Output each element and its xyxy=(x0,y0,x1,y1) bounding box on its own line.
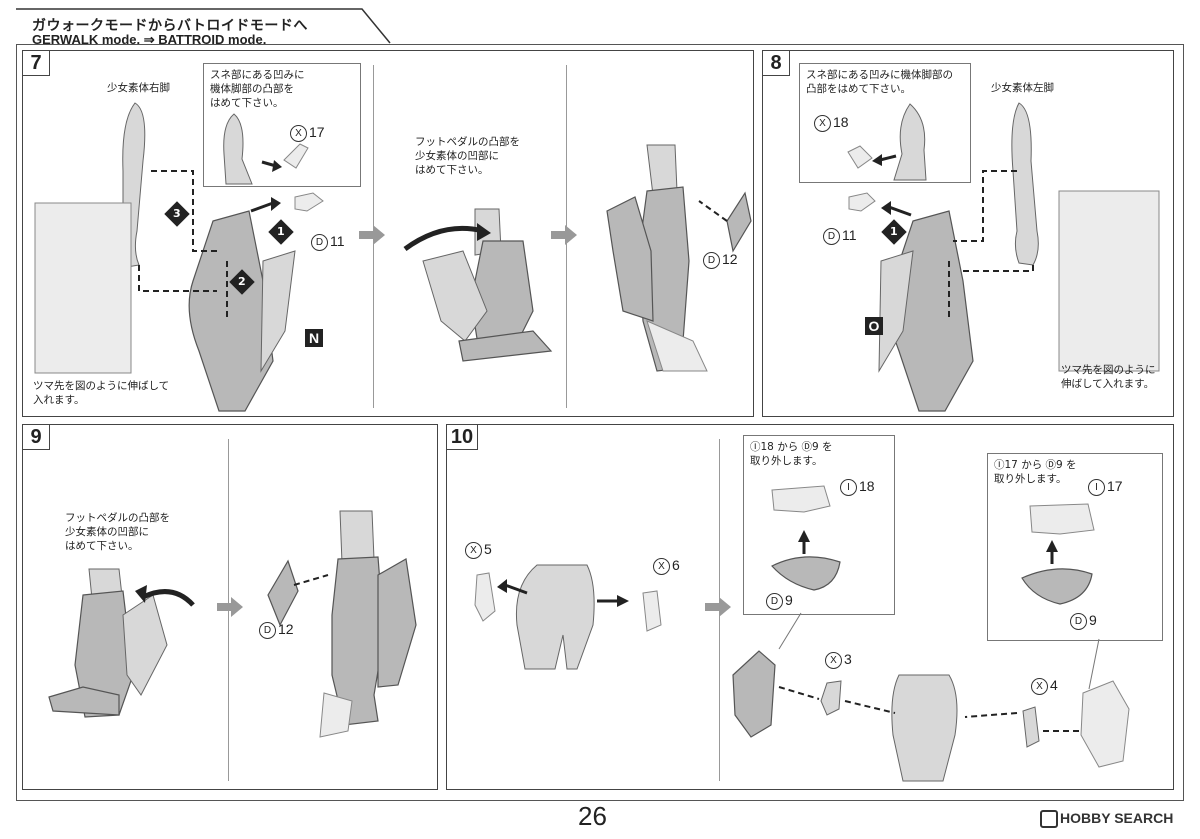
letter-marker-n: N xyxy=(305,329,323,347)
brand-logo-icon xyxy=(1040,810,1058,829)
toe-note: ツマ先を図のように 伸ばして入れます。 xyxy=(1061,364,1156,390)
marker-text: 2 xyxy=(238,275,246,288)
part-letter: X xyxy=(290,124,307,142)
part-letter: D xyxy=(703,251,720,269)
marker-text: 1 xyxy=(277,225,285,238)
part-letter: X xyxy=(825,651,842,669)
part-letter: D xyxy=(1070,612,1087,630)
part-letter: I xyxy=(1088,478,1105,496)
part-letter: D xyxy=(823,227,840,245)
step-10-hip-assembly-illustration xyxy=(732,612,1130,782)
step-number: 9 xyxy=(23,425,50,450)
instruction-frame xyxy=(16,44,1184,801)
part-number: 18 xyxy=(833,114,849,130)
part-letter: X xyxy=(814,114,831,132)
left-leg-label: 少女素体左脚 xyxy=(991,82,1054,94)
step-9-pedal-illustration xyxy=(48,568,195,718)
part-number: 9 xyxy=(1089,612,1097,628)
letter-marker-o: O xyxy=(865,317,883,335)
pedal-note: フットペダルの凸部を 少女素体の凹部に はめて下さい。 xyxy=(65,512,170,552)
step-7-leg-illustration xyxy=(34,102,324,412)
part-letter: I xyxy=(840,478,857,496)
section-header: ガウォークモードからバトロイドモードへ GERWALK mode. ⇒ BATT… xyxy=(12,5,392,47)
step-8-leg-illustration xyxy=(848,102,1160,412)
part-number: 12 xyxy=(722,251,738,267)
part-number: 17 xyxy=(1107,478,1123,494)
flow-arrow-icon xyxy=(217,597,243,617)
header-tab-shape xyxy=(16,8,391,44)
callout-note: Ⓘ17 から Ⓓ9 を 取り外します。 xyxy=(994,459,1077,485)
marker-text: 1 xyxy=(890,225,898,238)
brand-text: HOBBY SEARCH xyxy=(1060,810,1174,826)
flow-arrow-icon xyxy=(705,597,731,617)
flow-arrow-icon xyxy=(359,225,385,245)
part-number: 12 xyxy=(278,621,294,637)
part-number: 6 xyxy=(672,557,680,573)
callout-illustration xyxy=(223,113,309,185)
callout-note: スネ部にある凹みに機体脚部の 凸部をはめて下さい。 xyxy=(806,69,953,95)
right-leg-label: 少女素体右脚 xyxy=(107,82,170,94)
part-letter: X xyxy=(1031,677,1048,695)
header-title-en: GERWALK mode. ⇒ BATTROID mode. xyxy=(32,32,267,47)
step-number: 8 xyxy=(763,51,790,76)
callout-illustration xyxy=(1021,503,1095,605)
callout-note: スネ部にある凹みに 機体脚部の凸部を はめて下さい。 xyxy=(210,69,305,109)
callout-illustration xyxy=(771,485,841,591)
step-7-leg-assembled-illustration xyxy=(606,144,752,372)
flow-arrow-icon xyxy=(551,225,577,245)
part-number: 11 xyxy=(330,233,345,249)
part-letter: D xyxy=(311,233,328,251)
brand-watermark: HOBBY SEARCH xyxy=(1040,810,1174,829)
page-number: 26 xyxy=(578,801,607,831)
header-title-jp: ガウォークモードからバトロイドモードへ xyxy=(32,18,308,34)
marker-text: 3 xyxy=(173,207,181,220)
pedal-note: フットペダルの凸部を 少女素体の凹部に はめて下さい。 xyxy=(415,136,520,176)
part-letter: D xyxy=(259,621,276,639)
step-9-leg-assembled-illustration xyxy=(267,510,417,738)
step-number: 10 xyxy=(447,425,478,450)
step-7-pedal-illustration xyxy=(403,208,553,362)
part-number: 3 xyxy=(844,651,852,667)
toe-note: ツマ先を図のように伸ばして 入れます。 xyxy=(33,380,170,406)
step-10-hip-illustration xyxy=(474,564,662,670)
part-number: 5 xyxy=(484,541,492,557)
callout-illustration xyxy=(847,103,927,181)
part-letter: D xyxy=(766,592,783,610)
step-number: 7 xyxy=(23,51,50,76)
part-number: 18 xyxy=(859,478,875,494)
part-number: 11 xyxy=(842,227,857,243)
part-number: 17 xyxy=(309,124,325,140)
part-letter: X xyxy=(653,557,670,575)
part-number: 9 xyxy=(785,592,793,608)
part-number: 4 xyxy=(1050,677,1058,693)
part-letter: X xyxy=(465,541,482,559)
callout-note: Ⓘ18 から Ⓓ9 を 取り外します。 xyxy=(750,441,833,467)
